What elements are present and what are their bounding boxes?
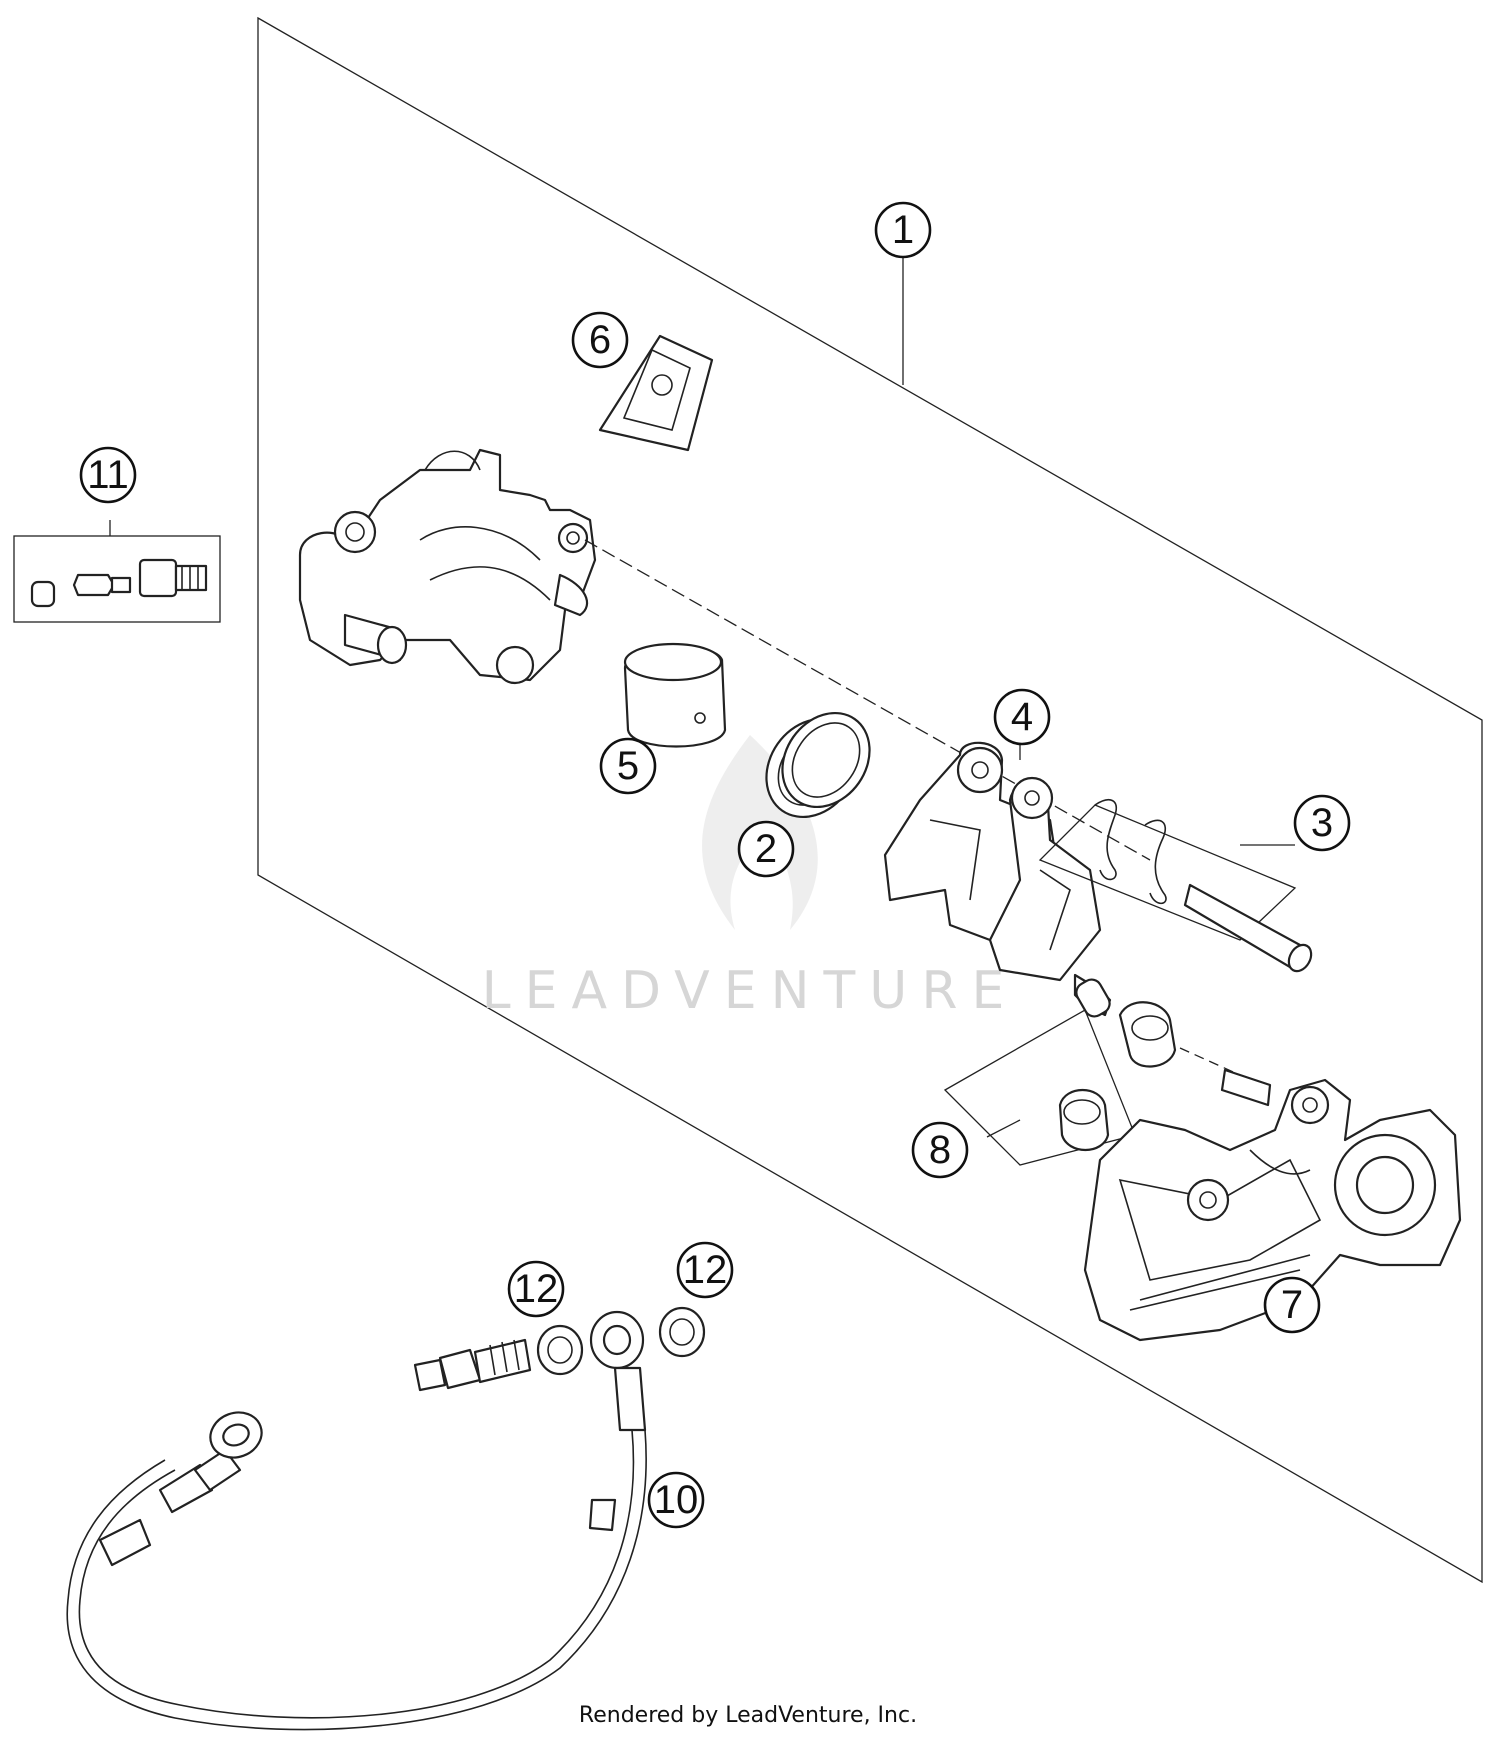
sealing-washers-part-12 bbox=[536, 1306, 706, 1376]
svg-text:11: 11 bbox=[87, 453, 129, 497]
svg-text:8: 8 bbox=[929, 1128, 951, 1172]
svg-text:6: 6 bbox=[589, 318, 611, 362]
piston-part-5 bbox=[623, 642, 727, 748]
pad-pin-clips-part-3 bbox=[1038, 799, 1313, 973]
callout-3: 3 bbox=[1293, 794, 1351, 852]
svg-text:12: 12 bbox=[514, 1267, 559, 1311]
callout-12-right: 12 bbox=[676, 1241, 734, 1299]
callout-8: 8 bbox=[911, 1121, 969, 1179]
bleeder-kit-part-11 bbox=[13, 520, 221, 623]
assembly-outline bbox=[257, 16, 1483, 1584]
banjo-bolt bbox=[413, 1338, 532, 1392]
footer-credit: Rendered by LeadVenture, Inc. bbox=[579, 1703, 917, 1728]
callout-2: 2 bbox=[737, 820, 795, 878]
svg-text:1: 1 bbox=[892, 208, 914, 252]
brake-pads-part-4 bbox=[883, 741, 1102, 982]
caliper-housing bbox=[298, 448, 597, 685]
callout-12-left: 12 bbox=[507, 1260, 565, 1318]
brake-line-part-10 bbox=[66, 1310, 647, 1731]
svg-text:4: 4 bbox=[1011, 695, 1033, 739]
bolts-boots-part-8 bbox=[943, 973, 1272, 1166]
caliper-bracket-part-7 bbox=[1083, 1078, 1462, 1342]
svg-text:5: 5 bbox=[617, 744, 639, 788]
pad-spring-part-6 bbox=[598, 334, 714, 452]
callout-5: 5 bbox=[599, 737, 657, 795]
callout-10: 10 bbox=[647, 1471, 705, 1529]
svg-text:2: 2 bbox=[755, 827, 777, 871]
svg-text:3: 3 bbox=[1311, 801, 1333, 845]
svg-text:12: 12 bbox=[683, 1248, 728, 1292]
assembly-axis-line bbox=[584, 539, 1151, 861]
callout-1: 1 bbox=[874, 201, 932, 259]
callout-4: 4 bbox=[993, 688, 1051, 746]
svg-text:7: 7 bbox=[1281, 1283, 1303, 1327]
watermark-text: LEADVENTURE bbox=[482, 961, 1019, 1021]
callout-6: 6 bbox=[571, 311, 629, 369]
callout-7: 7 bbox=[1263, 1276, 1321, 1334]
seal-rings-part-2 bbox=[765, 711, 871, 819]
callout-11: 11 bbox=[79, 446, 137, 504]
svg-text:10: 10 bbox=[654, 1478, 699, 1522]
